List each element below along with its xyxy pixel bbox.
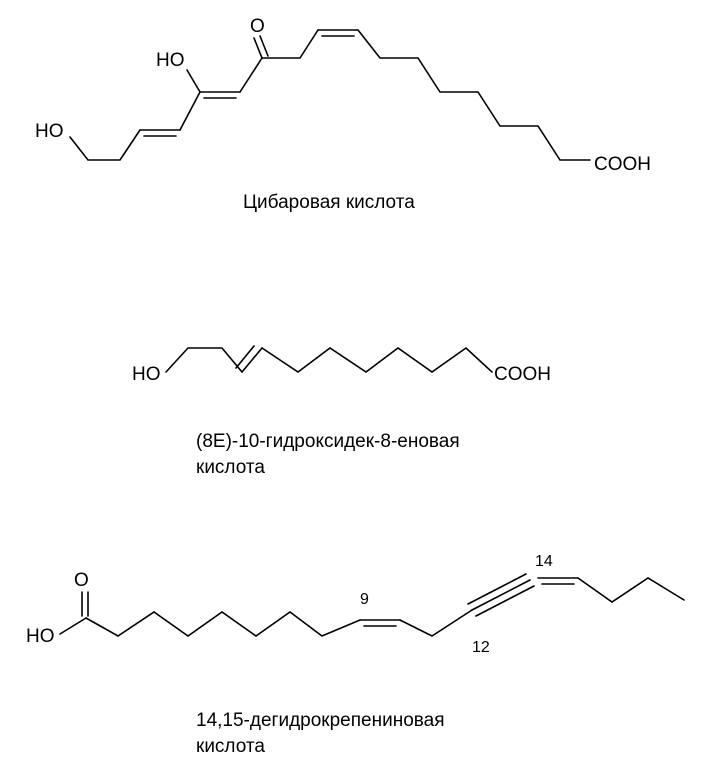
skeleton-bonds [165, 345, 493, 373]
hydroxyl-label-enol: HO [156, 50, 185, 71]
carboxyl-label: COOH [594, 154, 651, 175]
hydroxyl-label-terminal: HO [35, 121, 64, 142]
molecule-2-name-line1: (8E)-10-гидроксидек-8-еновая [196, 431, 460, 452]
cibarovaya-acid-structure: HO HO O COOH [35, 16, 651, 175]
hydroxydecenoic-acid-structure: HO COOH [132, 345, 551, 385]
molecule-1-name: Цибаровая кислота [243, 192, 415, 213]
skeleton-bonds [59, 573, 685, 637]
molecule-2-name: (8E)-10-гидроксидек-8-еновая кислота [196, 429, 460, 481]
locant-9-label: 9 [360, 591, 369, 608]
carboxyl-label: COOH [494, 364, 551, 385]
carboxyl-hydroxyl-label: HO [26, 626, 55, 647]
molecule-3-name-line1: 14,15-дегидрокрепениновая [196, 710, 445, 731]
hydroxyl-label: HO [132, 364, 161, 385]
molecule-2-name-line2: кислота [196, 457, 265, 478]
locant-14-label: 14 [535, 553, 553, 570]
locant-12-label: 12 [472, 639, 490, 656]
ketone-oxygen-label: O [250, 16, 265, 37]
skeleton-bonds [69, 29, 591, 161]
molecule-3-name-line2: кислота [196, 736, 265, 757]
dehydrocrepeninic-acid-structure: O HO 9 12 14 [26, 553, 685, 656]
molecule-3-name: 14,15-дегидрокрепениновая кислота [196, 708, 445, 760]
carbonyl-oxygen-label: O [74, 570, 89, 591]
